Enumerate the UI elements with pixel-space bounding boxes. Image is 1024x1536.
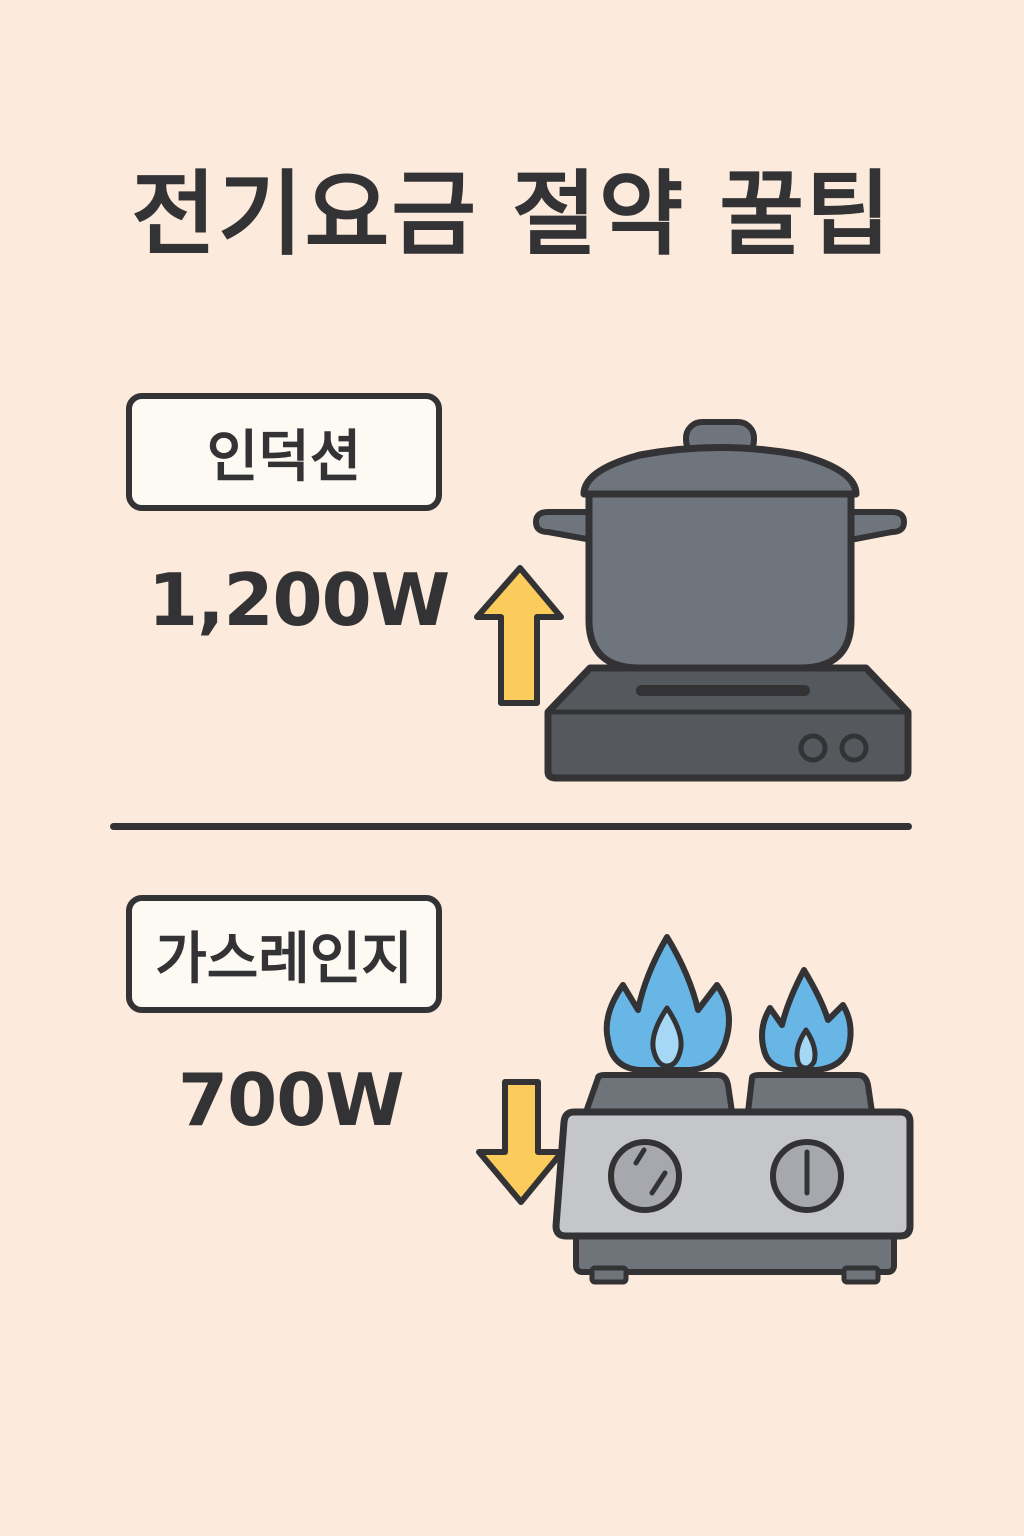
induction-label: 인덕션 (206, 424, 362, 490)
gas-stove-wattage: 700W (178, 1058, 405, 1142)
knob-icon (770, 1139, 844, 1213)
section-divider (110, 823, 912, 830)
page-title: 전기요금 절약 꿀팁 (131, 161, 893, 268)
knob-icon (608, 1139, 682, 1213)
induction-cooktop-with-pot-icon (474, 419, 912, 782)
flame-icon (603, 934, 732, 1073)
induction-wattage: 1,200W (148, 558, 450, 642)
induction-label-box: 인덕션 (126, 393, 442, 511)
flame-icon-small (759, 967, 854, 1073)
arrow-up-icon (474, 565, 564, 706)
arrow-down-icon (476, 1079, 565, 1205)
gas-stove-label: 가스레인지 (155, 926, 413, 992)
gas-stove-label-box: 가스레인지 (126, 895, 442, 1013)
gas-stove-with-flames-icon (476, 934, 914, 1285)
